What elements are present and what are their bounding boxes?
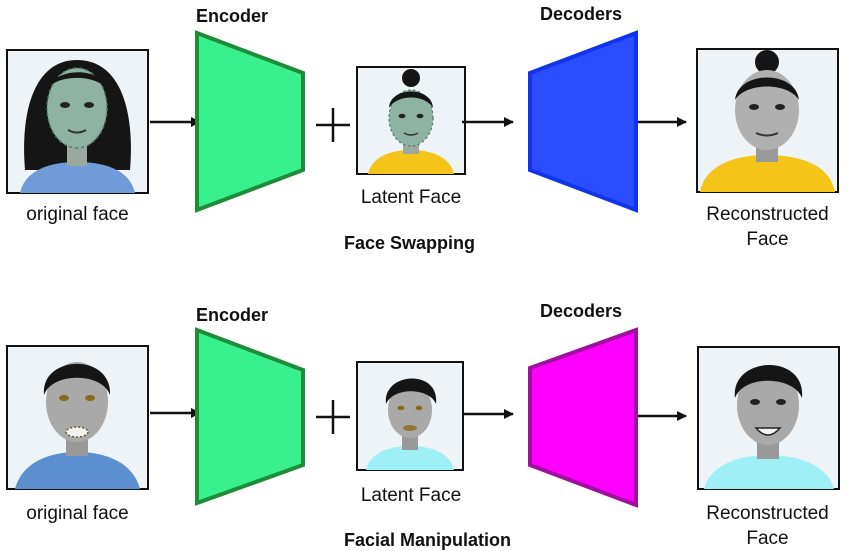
original-face-image [6,345,149,490]
reconstructed-face-label-line1: Reconstructed [706,503,829,524]
decoder-shape [528,327,638,508]
plus-icon [316,108,350,142]
original-face-label: original face [26,204,129,225]
decoder-label: Decoders [540,4,623,24]
reconstructed-face-image [697,346,840,490]
latent-face-label: Latent Face [360,187,462,208]
reconstructed-face-label-line2: Face [746,528,789,549]
original-face-label: original face [26,503,129,524]
reconstructed-face-label-line2: Face [746,229,789,250]
decoder-label: Decoders [540,301,623,321]
reconstructed-face-image [696,48,839,193]
encoder-shape [195,30,305,213]
encoder-label: Encoder [196,305,269,325]
reconstructed-face-label-line1: Reconstructed [706,204,829,225]
encoder-shape [195,327,305,506]
row-title: Facial Manipulation [344,530,512,550]
plus-icon [316,400,350,434]
decoder-shape [528,30,638,213]
row-facial-manipulation [6,327,840,508]
latent-face-image [356,66,466,175]
encoder-label: Encoder [196,6,269,26]
latent-face-image [356,361,464,471]
row-title: Face Swapping [344,233,476,253]
original-face-image [6,49,149,194]
latent-face-label: Latent Face [360,485,462,506]
row-face-swapping [6,30,839,213]
